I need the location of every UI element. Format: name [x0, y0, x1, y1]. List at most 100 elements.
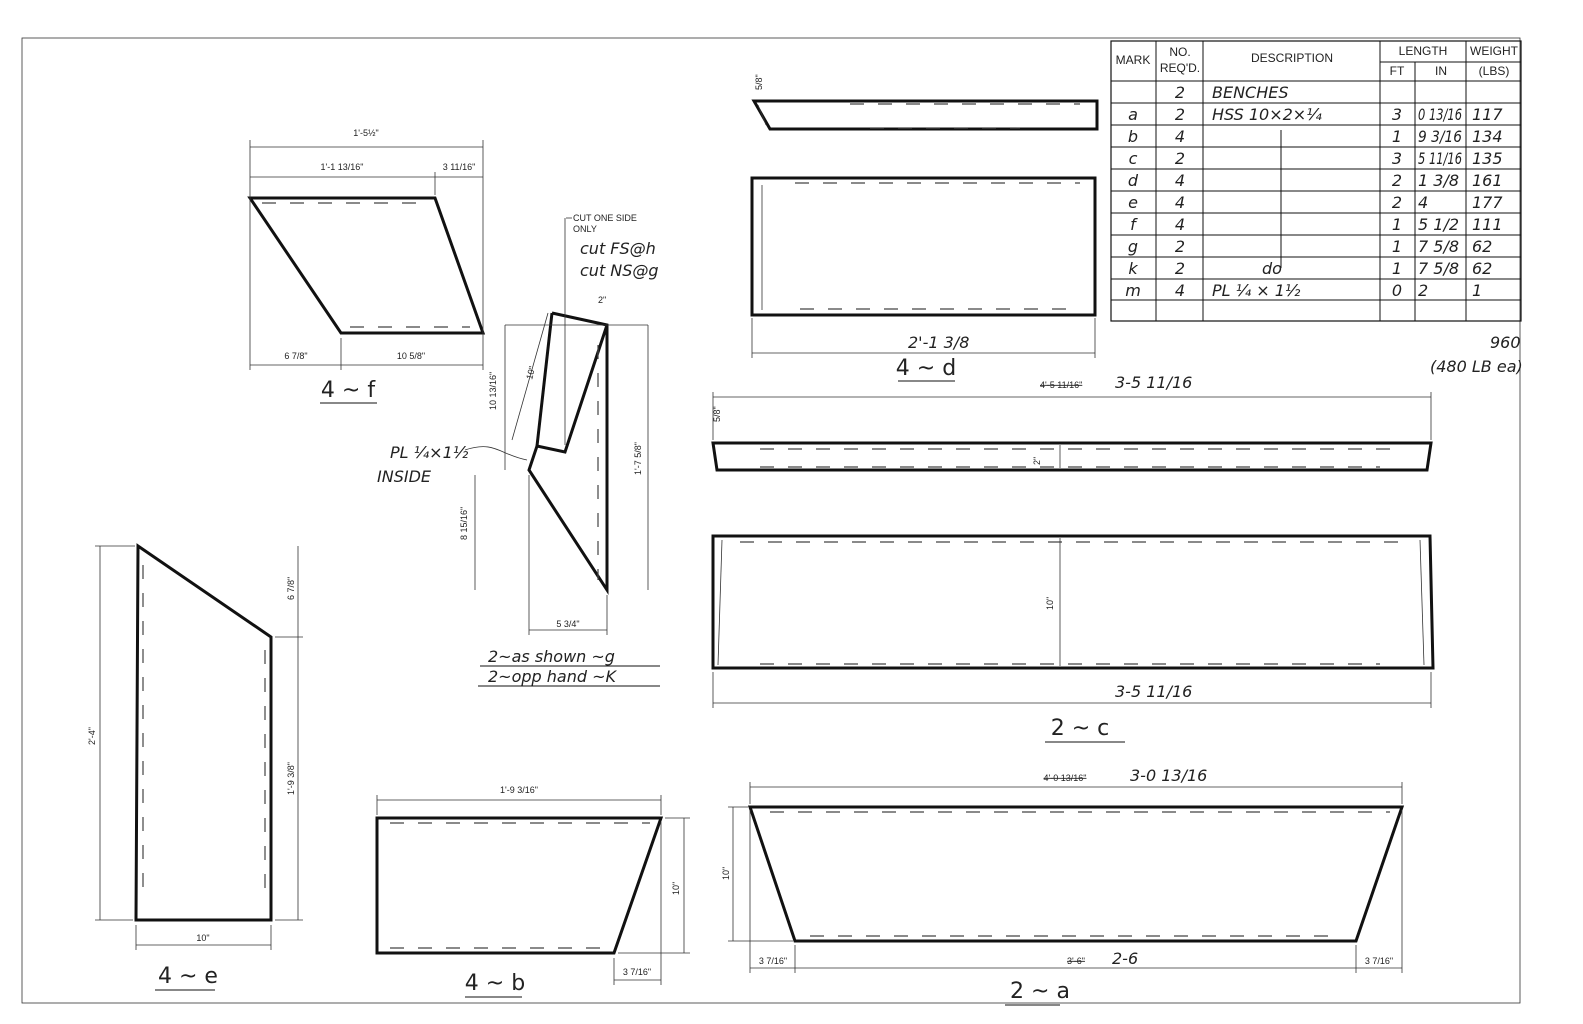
cell-in: 0 13/16 — [1418, 105, 1462, 124]
bill-of-materials-table: MARK NO. REQ'D. DESCRIPTION LENGTH FT IN… — [1110, 40, 1522, 322]
cell-no: 4 — [1175, 171, 1185, 190]
dim-length-bottom: 3-5 11/16 — [1115, 682, 1192, 701]
header-length: LENGTH — [1399, 44, 1448, 58]
dim-bot-left: 6 7/8" — [284, 351, 307, 361]
cell-ft: 3 — [1392, 149, 1402, 168]
plate-note: PL ¼×1½ — [390, 443, 469, 462]
dim-height-top: 2" — [1032, 457, 1042, 465]
cell-wt: 161 — [1472, 171, 1503, 190]
part-g: CUT ONE SIDE ONLY cut FS@h cut NS@g 2" 1… — [377, 213, 660, 687]
dim-end: 5/8" — [754, 74, 764, 90]
dim-bot: 5 3/4" — [556, 619, 579, 629]
part-b: 1'-9 3/16" 10" 3 7/16" 4 ~ b — [375, 785, 690, 998]
header-mark: MARK — [1116, 53, 1151, 67]
dim-height: 2'-4" — [87, 727, 97, 745]
dim-h1: 10 13/16" — [488, 372, 498, 410]
table-row: c 2 3 5 11/16 135 — [1129, 149, 1503, 168]
cell-ft: 3 — [1392, 105, 1402, 124]
drawing-border — [21, 37, 1521, 1004]
cell-mark: k — [1128, 259, 1138, 278]
header-no: NO. — [1169, 45, 1190, 59]
cell-no: 4 — [1175, 215, 1185, 234]
dim-old-top: 4'-0 13/16" — [1044, 773, 1087, 783]
dim-old-mid: 3'-6" — [1067, 956, 1085, 966]
cell-no: 2 — [1175, 149, 1185, 168]
cell-wt: 1 — [1472, 281, 1482, 300]
cell-wt: 62 — [1472, 259, 1492, 278]
dim-mid: 2-6 — [1112, 949, 1138, 968]
cell-wt: 177 — [1472, 193, 1503, 212]
cell-mark: d — [1128, 171, 1139, 190]
cell-mark: b — [1128, 127, 1138, 146]
note-cut-fs: cut FS@h — [580, 239, 656, 258]
dim-bot-right: 3 7/16" — [1365, 956, 1393, 966]
cell-wt: 135 — [1472, 149, 1503, 168]
cell-no: 2 — [1175, 259, 1185, 278]
dim-height: 10" — [1045, 597, 1055, 610]
cell-no: 2 — [1175, 237, 1185, 256]
cell-in: 7 5/8 — [1418, 259, 1459, 278]
cell-desc: HSS 10×2×¼ — [1212, 105, 1322, 124]
plate-inside: INSIDE — [377, 467, 432, 486]
cell-mark: e — [1128, 193, 1138, 212]
qty-as-shown: 2~as shown ~g — [488, 647, 615, 666]
note-cut-ns: cut NS@g — [580, 261, 659, 280]
part-d: 5/8" 2'-1 3/8 4 ~ d — [750, 74, 1099, 382]
header-description: DESCRIPTION — [1251, 51, 1333, 65]
dim-top: 1'-1 13/16" — [321, 162, 364, 172]
cell-in: 7 5/8 — [1418, 237, 1459, 256]
total-weight: 960 — [1490, 333, 1521, 352]
part-label-c: 2 ~ c — [1051, 716, 1110, 741]
cell-in: 2 — [1418, 281, 1428, 300]
dim-length: 2'-1 3/8 — [908, 333, 969, 352]
cell-no: 4 — [1175, 127, 1185, 146]
cell-mark: g — [1128, 237, 1138, 256]
cell-desc: PL ¼ × 1½ — [1212, 281, 1301, 300]
part-label-f: 4 ~ f — [321, 378, 376, 403]
header-in: IN — [1435, 64, 1447, 78]
part-c: 4'-5 11/16" 3-5 11/16 2" 10" 5/8" 3-5 11… — [711, 373, 1435, 743]
cell-in: 4 — [1418, 193, 1428, 212]
dim-bot-right: 10 5/8" — [397, 351, 425, 361]
dim-right: 1'-9 3/8" — [286, 762, 296, 795]
cell-desc: BENCHES — [1212, 83, 1289, 102]
cell-no: 2 — [1175, 83, 1185, 102]
dim-top-right: 3 11/16" — [443, 162, 476, 172]
dim-bottom: 3 7/16" — [623, 967, 651, 977]
cell-mark: a — [1128, 105, 1138, 124]
cell-mark: m — [1125, 281, 1141, 300]
cell-in: 9 3/16 — [1418, 127, 1462, 146]
cell-in: 5 11/16 — [1418, 149, 1462, 168]
header-reqd: REQ'D. — [1160, 61, 1200, 75]
cell-ft: 1 — [1392, 237, 1402, 256]
note-only: ONLY — [573, 224, 597, 234]
cell-wt: 117 — [1472, 105, 1503, 124]
dim-end: 5/8" — [712, 406, 722, 422]
dim-length: 10" — [524, 365, 537, 380]
cell-mark: c — [1129, 149, 1138, 168]
dim-height: 10" — [721, 867, 731, 880]
dim-bot-left: 3 7/16" — [759, 956, 787, 966]
part-e: 2'-4" 6 7/8" 1'-9 3/8" 10" 4 ~ e — [87, 543, 303, 991]
cell-mark: f — [1130, 215, 1138, 234]
part-a: 4'-0 13/16" 3-0 13/16 10" 3 7/16" 3'-6" … — [721, 766, 1405, 1006]
dim-h2: 1'-7 5/8" — [633, 442, 643, 475]
dim-top: 1'-9 3/16" — [500, 785, 538, 795]
dim-top-right: 6 7/8" — [286, 577, 296, 600]
cell-wt: 111 — [1472, 215, 1503, 234]
header-weight: WEIGHT — [1470, 44, 1519, 58]
part-label-d: 4 ~ d — [896, 356, 956, 381]
header-lbs: (LBS) — [1479, 64, 1510, 78]
cell-ft: 2 — [1392, 171, 1402, 190]
dim-old-length: 4'-5 11/16" — [1040, 380, 1082, 390]
cell-no: 4 — [1175, 193, 1185, 212]
cell-no: 4 — [1175, 281, 1185, 300]
part-f: 1'-5½" 1'-1 13/16" 3 11/16" 6 7/8" 10 5/… — [247, 128, 486, 404]
